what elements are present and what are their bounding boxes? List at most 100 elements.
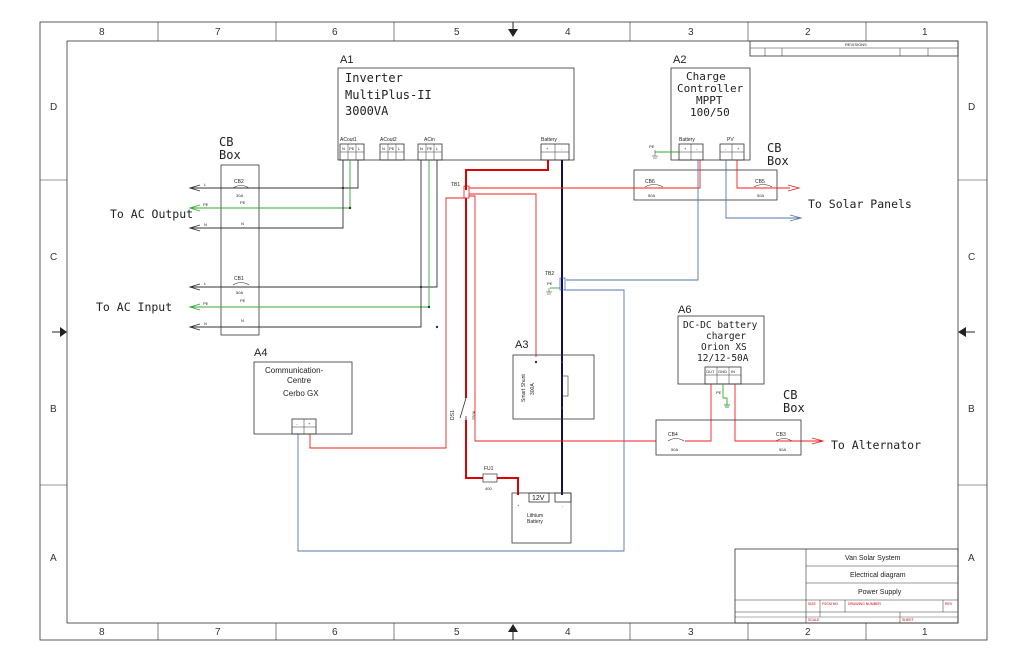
svg-text:L: L — [398, 146, 401, 151]
port-acout2: ACout2 — [380, 137, 397, 143]
col-label: 3 — [688, 627, 694, 638]
row-label: D — [968, 102, 975, 113]
svg-text:PE: PE — [649, 144, 655, 149]
svg-text:CB: CB — [767, 141, 781, 155]
subsystem-name: Power Supply — [858, 589, 902, 596]
charge-controller-box: Charge Controller MPPT 100/50 Battery PV… — [670, 67, 751, 161]
lithium-battery: 12V + - Lithium Battery — [511, 492, 572, 544]
svg-text:PE: PE — [547, 281, 553, 286]
row-label: A — [968, 553, 975, 564]
wire-inverter-positive — [465, 160, 549, 190]
outer-frame — [39, 21, 988, 641]
size-label: SIZE — [808, 602, 816, 606]
svg-text:Smart Shunt: Smart Shunt — [521, 374, 527, 402]
svg-text:CB1: CB1 — [234, 276, 244, 282]
svg-text:DS1: DS1 — [450, 410, 456, 420]
svg-text:N: N — [241, 318, 244, 323]
breaker-cb4: CB4 50A — [667, 432, 685, 452]
col-label: 1 — [922, 627, 928, 638]
svg-text:N: N — [420, 146, 423, 151]
fuse-fu1-icon — [482, 473, 498, 483]
col-label: 1 — [922, 27, 928, 38]
svg-text:Box: Box — [767, 154, 789, 168]
svg-text:PE: PE — [349, 146, 355, 151]
left-center-arrow-icon — [60, 327, 67, 337]
svg-text:L: L — [436, 146, 439, 151]
svg-text:PV: PV — [727, 137, 734, 143]
svg-text:N: N — [382, 146, 385, 151]
svg-text:MPPT: MPPT — [696, 94, 723, 107]
a2-ref: A2 — [673, 54, 686, 66]
col-label: 6 — [332, 27, 338, 38]
orion-box: DC-DC battery charger Orion XS 12/12-50A… — [677, 315, 765, 385]
svg-text:-: - — [696, 146, 698, 151]
svg-text:Box: Box — [783, 401, 805, 415]
svg-text:30A: 30A — [236, 193, 243, 198]
col-label: 7 — [215, 27, 221, 38]
col-label: 8 — [99, 27, 105, 38]
row-label: C — [50, 252, 57, 263]
svg-text:N: N — [342, 146, 345, 151]
svg-text:12V: 12V — [532, 495, 545, 502]
svg-text:PE: PE — [240, 200, 246, 205]
breaker-cb2: CB2 30A — [232, 179, 250, 198]
svg-text:50A: 50A — [648, 193, 655, 198]
svg-text:400: 400 — [485, 486, 492, 491]
breaker-cb6: CB6 50A — [644, 179, 664, 198]
svg-text:-: - — [725, 146, 727, 151]
svg-text:Controller: Controller — [677, 82, 744, 95]
drawing-number-label: DRAWING NUMBER — [848, 602, 881, 606]
svg-text:50A: 50A — [779, 447, 786, 452]
inverter-box: Inverter MultiPlus-II 3000VA ACout1 ACou… — [337, 67, 575, 161]
port-battery: Battery — [541, 137, 557, 143]
svg-text:CB: CB — [783, 388, 797, 402]
col-label: 5 — [454, 627, 460, 638]
a6-ref: A6 — [678, 304, 691, 316]
inverter-line3: 3000VA — [345, 104, 389, 118]
svg-text:+: + — [684, 146, 687, 151]
svg-text:DC-DC battery: DC-DC battery — [683, 320, 758, 331]
port-acout1: ACout1 — [340, 137, 357, 143]
cb-box-alternator — [655, 419, 802, 456]
svg-text:Charge: Charge — [686, 70, 726, 83]
svg-text:250A: 250A — [471, 410, 476, 420]
svg-text:100/50: 100/50 — [690, 106, 730, 119]
svg-text:-: - — [561, 146, 563, 151]
switch-ds1-icon — [459, 397, 467, 420]
svg-text:PE: PE — [203, 301, 209, 306]
svg-text:PE: PE — [427, 146, 433, 151]
svg-text:N: N — [204, 321, 207, 326]
inverter-line1: Inverter — [345, 71, 403, 85]
svg-text:Cerbo GX: Cerbo GX — [283, 389, 319, 398]
svg-text:CB2: CB2 — [234, 179, 244, 185]
col-label: 4 — [565, 27, 571, 38]
svg-text:50A: 50A — [757, 193, 764, 198]
to-ac-output: To AC Output — [110, 207, 193, 221]
svg-text:Box: Box — [219, 148, 241, 162]
col-label: 7 — [215, 627, 221, 638]
svg-text:Lithium: Lithium — [527, 513, 543, 519]
inverter-line2: MultiPlus-II — [345, 88, 432, 102]
svg-text:FU1: FU1 — [484, 466, 494, 472]
svg-text:L: L — [204, 182, 207, 187]
row-label: D — [50, 102, 57, 113]
svg-text:+: + — [517, 503, 520, 508]
svg-text:300A: 300A — [530, 383, 536, 395]
title-block: Van Solar System Electrical diagram Powe… — [734, 548, 959, 624]
svg-text:CB6: CB6 — [645, 179, 655, 185]
right-center-arrow-icon — [958, 327, 966, 337]
cerbo-gx-box: Communication- Centre Cerbo GX - + — [253, 361, 353, 435]
svg-text:GND: GND — [718, 369, 727, 374]
svg-text:+: + — [308, 421, 311, 426]
to-alternator: To Alternator — [831, 438, 921, 452]
drawing-frame — [66, 40, 959, 624]
to-ac-input: To AC Input — [96, 300, 172, 314]
svg-text:N: N — [204, 222, 207, 227]
row-label: B — [50, 404, 57, 415]
svg-text:charger: charger — [706, 331, 746, 342]
smart-shunt-box: Smart Shunt 300A — [512, 354, 595, 420]
svg-text:OUT: OUT — [706, 369, 715, 374]
svg-text:+: + — [546, 146, 549, 151]
cb-box-solar — [633, 169, 778, 201]
svg-text:PE: PE — [716, 390, 722, 395]
